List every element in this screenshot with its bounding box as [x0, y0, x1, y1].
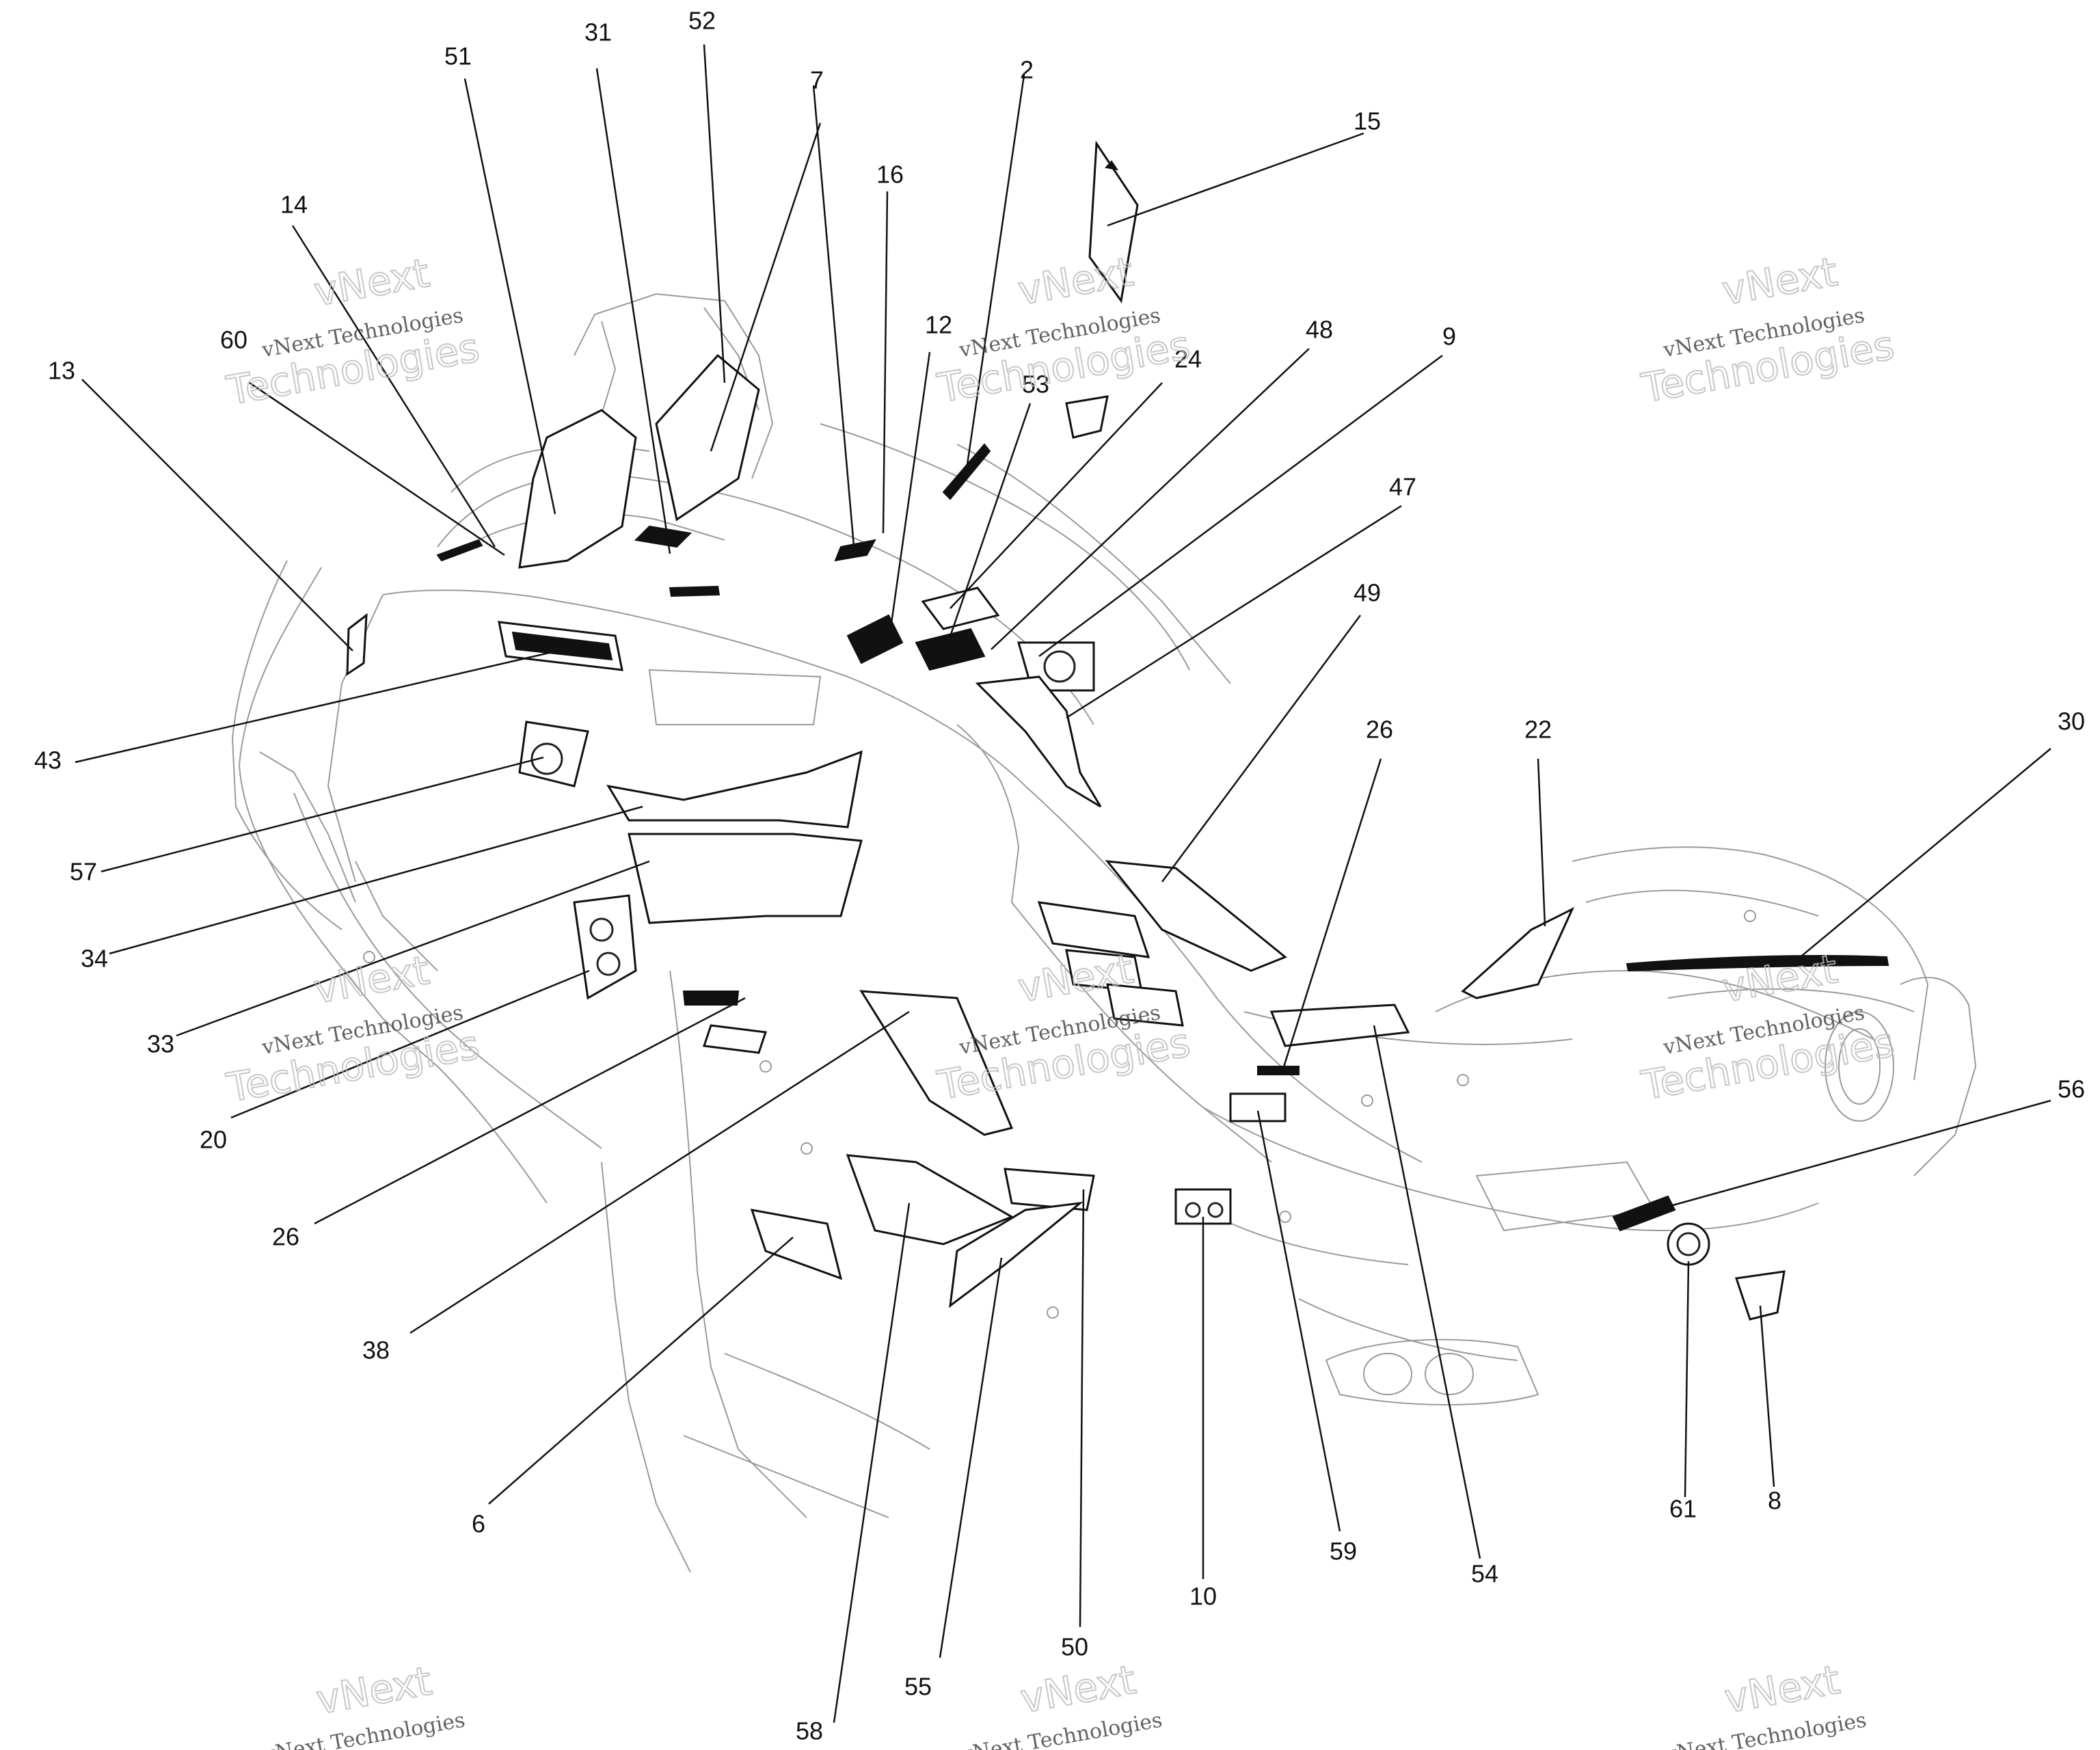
svg-text:vNext: vNext [1017, 1656, 1140, 1722]
watermark-top-right: vNext vNext Technologies Technologies [1637, 247, 1898, 412]
watermark-bottom-center: vNext vNext Technologies [958, 1656, 1164, 1750]
oval-decal [702, 1024, 768, 1054]
decals [346, 140, 1889, 1321]
pod-left-decal [518, 409, 637, 569]
callout-10: 10 [1189, 1583, 1217, 1611]
callout-15: 15 [1354, 107, 1381, 135]
callout-30: 30 [2058, 708, 2085, 736]
pod-accent-decal [634, 525, 692, 548]
svg-text:vNext: vNext [313, 1658, 435, 1723]
rear-plate-decal [1229, 1092, 1287, 1122]
callout-7: 7 [810, 66, 824, 94]
callout-labels: 2 6 7 8 9 10 12 13 14 15 16 20 22 24 26 … [34, 7, 2085, 1745]
side-rear-strip-decal [1612, 1195, 1676, 1232]
tag-decal [1065, 395, 1109, 439]
callout-26-lower: 26 [272, 1223, 299, 1251]
gauge-decal [573, 894, 637, 1000]
lower-flap-decal [949, 1201, 1083, 1308]
seat-side-decal [1105, 860, 1287, 972]
watermarks: vNext vNext Technologies Technologies vN… [222, 247, 1898, 1750]
side-strip-decal [436, 539, 483, 562]
callout-55: 55 [904, 1673, 932, 1701]
watermark-bottom-left: vNext vNext Technologies [261, 1657, 467, 1750]
4x4-decal [750, 1209, 843, 1280]
watermark-top-left: vNext vNext Technologies Technologies [222, 249, 483, 415]
rear-badge-decal [1269, 1004, 1410, 1047]
mp-badge-decal [1004, 1168, 1095, 1211]
callout-34: 34 [81, 945, 108, 973]
callout-53: 53 [1022, 371, 1049, 399]
instruction-decal [859, 990, 1014, 1136]
svg-text:vNext: vNext [310, 947, 433, 1012]
callout-49: 49 [1354, 579, 1381, 607]
svg-text:vNext: vNext [1014, 248, 1137, 314]
callout-14: 14 [280, 191, 308, 219]
lower-side-decal [846, 1154, 1014, 1246]
emblem-decal-2 [834, 539, 876, 562]
callout-22: 22 [1524, 716, 1552, 744]
callout-24: 24 [1174, 345, 1202, 373]
callout-56: 56 [2058, 1075, 2085, 1103]
pod-right-decal [655, 353, 760, 522]
callout-61: 61 [1669, 1495, 1697, 1523]
callout-26-upper: 26 [1366, 716, 1393, 744]
callout-33: 33 [147, 1030, 174, 1058]
callout-60: 60 [220, 326, 247, 354]
fuel-cap-decal [1667, 1222, 1710, 1266]
callout-57: 57 [70, 858, 97, 886]
svg-text:vNext: vNext [310, 250, 433, 315]
console-decal-left [846, 614, 904, 664]
callout-2: 2 [1020, 56, 1034, 84]
rear-small-decal [1257, 1066, 1300, 1075]
callout-20: 20 [200, 1126, 227, 1154]
callout-31: 31 [584, 18, 612, 46]
certification-decal [1174, 1188, 1232, 1225]
svg-text:vNext: vNext [1719, 248, 1841, 314]
model-badge-decal [682, 991, 740, 1006]
svg-text:vNext: vNext [1719, 945, 1841, 1011]
callout-38: 38 [362, 1336, 390, 1364]
watermark-bottom-right: vNext vNext Technologies [1662, 1656, 1868, 1750]
watermark-top-center: vNext vNext Technologies Technologies [933, 247, 1194, 412]
callout-16: 16 [876, 161, 904, 189]
callout-8: 8 [1768, 1487, 1781, 1515]
fender-front-decal [975, 675, 1102, 808]
callout-51: 51 [444, 42, 472, 70]
callout-47: 47 [1389, 473, 1416, 501]
callout-6: 6 [472, 1510, 485, 1538]
svg-text:vNext: vNext [1721, 1656, 1844, 1722]
brand-logo-decal [498, 621, 623, 671]
vehicle-outline [231, 293, 1977, 1573]
callout-48: 48 [1306, 316, 1333, 344]
rear-fender-tip-decal [1461, 906, 1575, 999]
callout-52: 52 [688, 7, 716, 35]
dash-panel-decal [1037, 901, 1184, 1027]
console-decal-right [915, 628, 986, 671]
leader-lines [75, 44, 2051, 1723]
hood-decal-upper [606, 750, 863, 829]
callout-50: 50 [1061, 1633, 1088, 1661]
fender-tip-decal [346, 612, 368, 676]
emblem-decal [669, 585, 721, 597]
warning-label-decal [1088, 140, 1139, 304]
callout-59: 59 [1330, 1537, 1357, 1565]
ignition-decal [518, 721, 589, 788]
callout-43: 43 [34, 746, 62, 775]
clip-part [1735, 1270, 1786, 1321]
hood-decal-lower [628, 833, 863, 924]
callout-58: 58 [796, 1717, 823, 1745]
callout-12: 12 [925, 311, 952, 339]
callout-9: 9 [1442, 323, 1456, 351]
callout-54: 54 [1471, 1560, 1498, 1588]
rear-strip-decal [1626, 955, 1889, 972]
watermark-mid-left: vNext vNext Technologies Technologies [222, 946, 483, 1112]
callout-13: 13 [48, 357, 75, 385]
